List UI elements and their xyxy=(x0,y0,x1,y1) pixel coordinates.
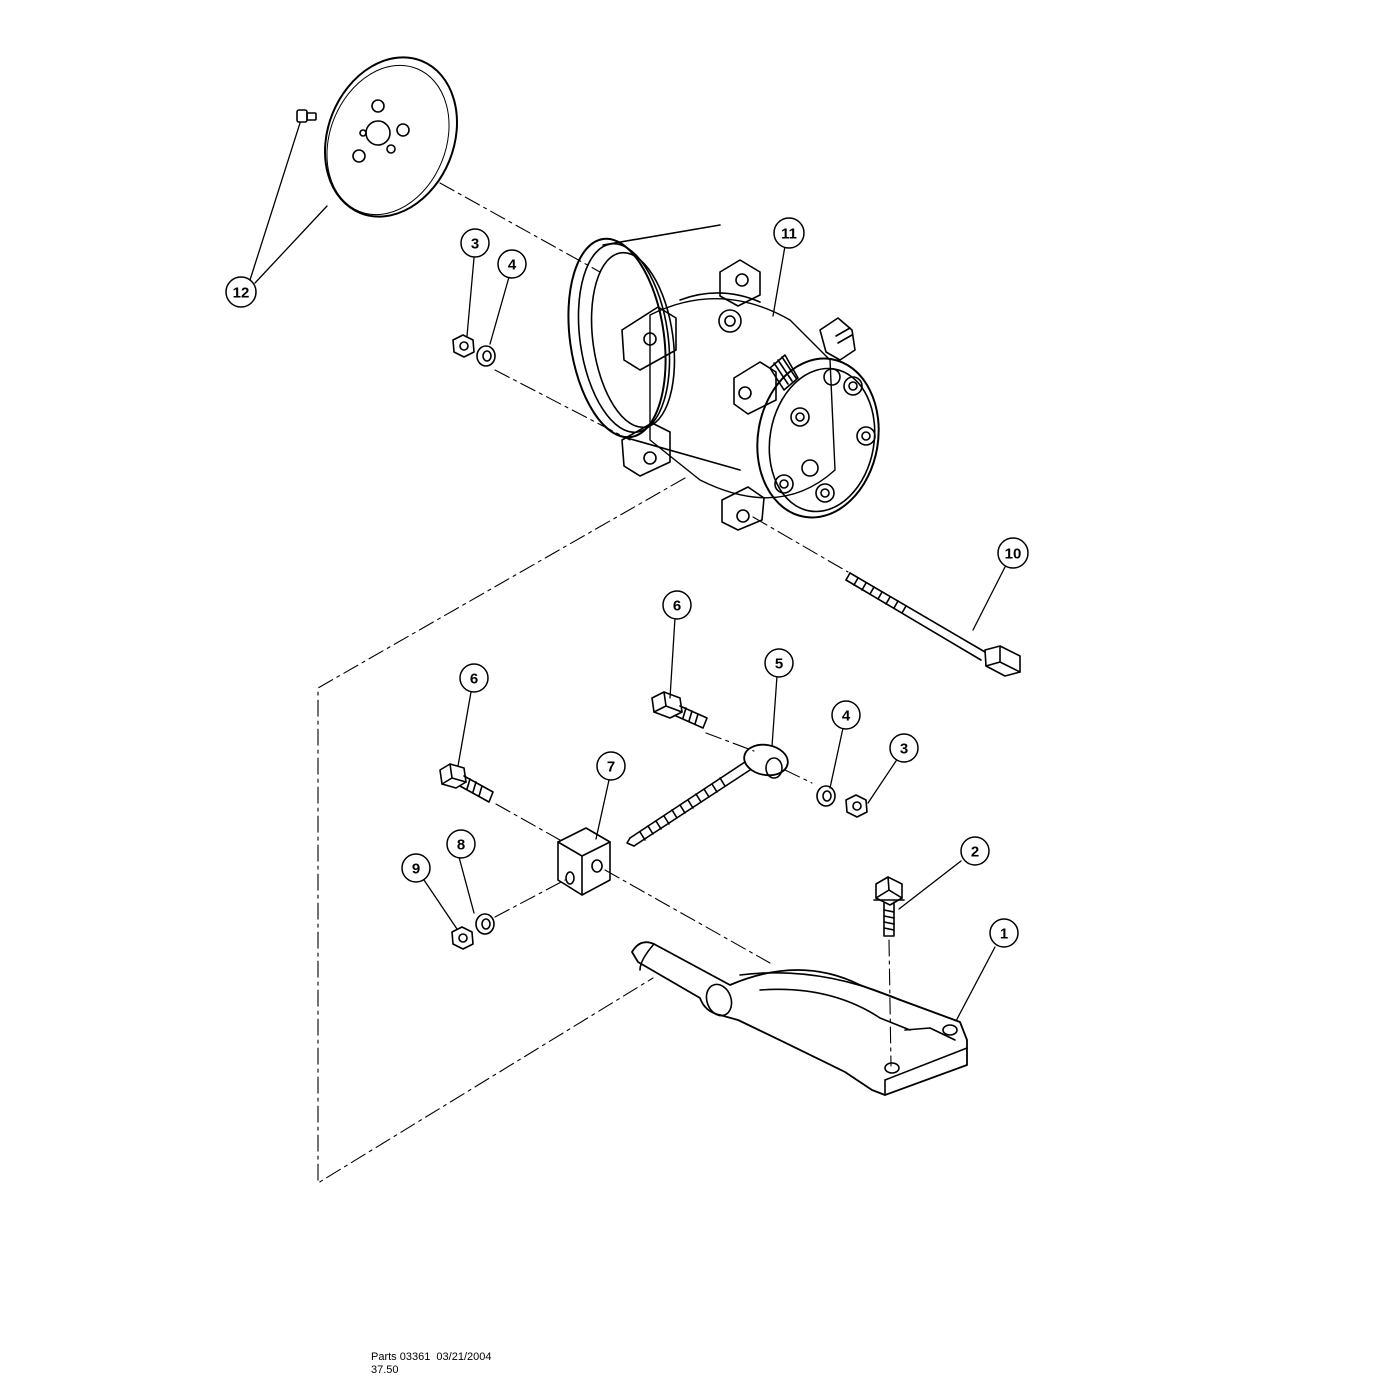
svg-text:7: 7 xyxy=(607,759,615,776)
pulley-screw xyxy=(296,109,317,123)
callout-11: 11 xyxy=(773,217,805,249)
callout-5: 5 xyxy=(764,648,794,678)
nut-right xyxy=(845,794,868,818)
bolt-lower xyxy=(439,763,494,803)
callout-1: 1 xyxy=(989,918,1019,948)
footer-parts-reference: Parts 03361 03/21/2004 xyxy=(371,1351,492,1363)
svg-text:1: 1 xyxy=(1000,926,1008,943)
pulley-disc xyxy=(324,56,458,218)
svg-text:3: 3 xyxy=(900,741,908,758)
mounting-bracket xyxy=(631,941,968,1096)
spacer-block xyxy=(557,827,611,896)
svg-text:2: 2 xyxy=(971,844,979,861)
svg-text:5: 5 xyxy=(775,656,783,673)
callouts: 1 2 3 3 4 4 5 6 xyxy=(225,217,1029,948)
washer-right xyxy=(816,785,836,807)
footer-page-number: 37.50 xyxy=(371,1364,399,1376)
callout-2: 2 xyxy=(960,836,990,866)
flange-bolt xyxy=(873,876,905,937)
compressor xyxy=(567,224,880,531)
svg-text:8: 8 xyxy=(457,837,465,854)
assembly-lines xyxy=(317,182,892,1184)
svg-text:3: 3 xyxy=(471,236,479,253)
footer-info: Parts 03361 03/21/2004 37.50 xyxy=(371,1351,491,1377)
washer-lower xyxy=(475,913,495,935)
callout-9: 9 xyxy=(401,853,431,883)
washer-top xyxy=(476,345,496,367)
leader-lines xyxy=(249,122,1006,1022)
nut-lower xyxy=(451,926,474,950)
callout-8: 8 xyxy=(446,829,476,859)
bolt-upper xyxy=(651,691,708,729)
callout-6-upper: 6 xyxy=(662,590,692,620)
svg-text:10: 10 xyxy=(1005,546,1022,563)
callout-12: 12 xyxy=(225,276,257,308)
svg-text:4: 4 xyxy=(842,708,851,725)
callout-7: 7 xyxy=(596,751,626,781)
callout-3-right: 3 xyxy=(889,733,919,763)
svg-text:12: 12 xyxy=(233,285,250,302)
svg-text:6: 6 xyxy=(470,671,478,688)
callout-6-lower: 6 xyxy=(459,663,489,693)
svg-text:6: 6 xyxy=(673,598,681,615)
svg-text:9: 9 xyxy=(412,861,420,878)
nut-top xyxy=(452,334,475,358)
svg-text:11: 11 xyxy=(781,226,797,243)
callout-4-top: 4 xyxy=(497,249,527,279)
callout-4-right: 4 xyxy=(831,700,861,730)
long-bolt xyxy=(845,572,1021,677)
callout-10: 10 xyxy=(997,537,1029,569)
callout-3-top: 3 xyxy=(460,228,490,258)
eye-rod xyxy=(626,743,789,847)
svg-text:4: 4 xyxy=(508,257,517,274)
